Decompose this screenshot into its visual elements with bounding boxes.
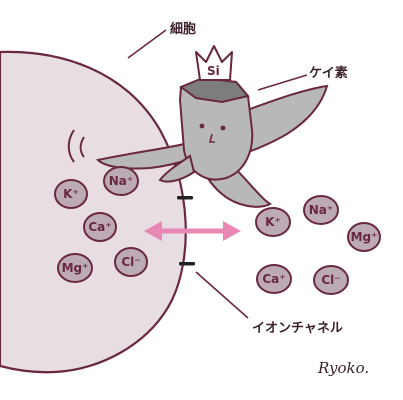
ion-bubbles: K⁺ Na⁺ Ca⁺ Mg⁺ Cl⁻ K⁺ Na⁺ Mg⁺ Ca⁺ Cl⁻: [54, 166, 381, 295]
ion-ca-in: Ca⁺: [83, 212, 117, 242]
crown-symbol: Si: [207, 64, 220, 78]
ion-cl-in: Cl⁻: [114, 247, 148, 277]
crown-icon: [195, 45, 233, 81]
ion-label: Na⁺: [309, 203, 333, 217]
ion-na-in: Na⁺: [103, 166, 139, 196]
cell-label: 細胞: [170, 21, 196, 37]
silicon-right-wing: [240, 84, 329, 154]
ion-channel-bottom: [179, 262, 195, 266]
ion-cl-out: Cl⁻: [313, 265, 349, 295]
ion-label: Na⁺: [109, 174, 133, 188]
ion-mg-out: Mg⁺: [347, 222, 381, 252]
ion-channel-label: イオンチャネル: [252, 321, 343, 336]
silicon-eye-right: [220, 125, 226, 131]
motion-mark-inner: [79, 136, 85, 158]
silicon-label: ケイ素: [309, 65, 348, 81]
signature: Ryoko.: [317, 359, 369, 377]
ion-label: K⁺: [63, 187, 79, 201]
cell-leader-line: [127, 29, 167, 59]
silicon-left-arm: [95, 140, 196, 170]
ion-label: K⁺: [265, 215, 281, 229]
ion-k-out: K⁺: [255, 207, 291, 237]
silicon-leader-line: [257, 74, 308, 91]
cell-body: [0, 50, 187, 374]
ion-channel-top: [177, 196, 193, 200]
ion-label: Cl⁻: [321, 273, 340, 287]
ion-label: Mg⁺: [62, 261, 89, 275]
silicon-eye-left: [199, 123, 205, 129]
ion-na-out: Na⁺: [303, 195, 339, 225]
motion-mark-outer: [67, 129, 75, 163]
exchange-arrow: [144, 221, 241, 241]
ion-mg-in: Mg⁺: [57, 253, 93, 283]
ion-label: Mg⁺: [351, 230, 378, 244]
ion-label: Ca⁺: [262, 272, 285, 286]
ion-k-in: K⁺: [54, 179, 88, 209]
ion-label: Cl⁻: [121, 255, 140, 269]
ion-ca-out: Ca⁺: [256, 264, 292, 294]
silicon-lower-arm: [158, 154, 196, 183]
channel-leader-line: [195, 271, 249, 319]
ion-label: Ca⁺: [88, 220, 111, 234]
silicon-nose: [208, 133, 215, 143]
